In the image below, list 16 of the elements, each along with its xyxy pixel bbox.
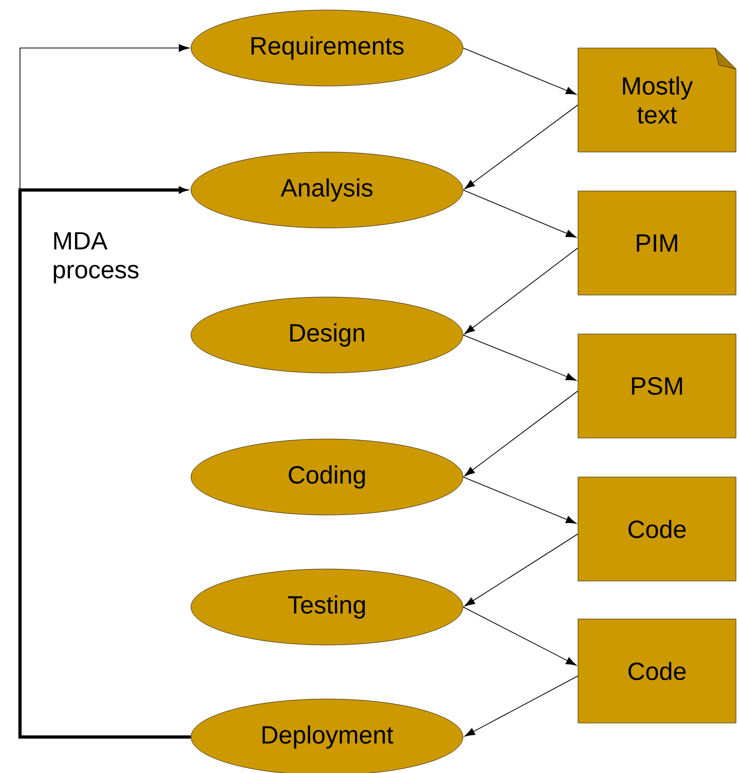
artifact-box: PSM bbox=[578, 334, 736, 438]
artifact-box: Code bbox=[578, 618, 736, 724]
arrow bbox=[462, 190, 576, 238]
label: MDA process bbox=[54, 232, 138, 284]
arrow bbox=[462, 48, 576, 95]
arrow bbox=[464, 676, 578, 737]
arrow bbox=[464, 248, 578, 334]
arrow bbox=[462, 606, 577, 666]
arrow bbox=[462, 334, 576, 381]
arrow bbox=[464, 104, 578, 190]
artifact-box: PIM bbox=[578, 190, 736, 296]
arrow bbox=[464, 390, 578, 476]
arrow bbox=[18, 186, 191, 739]
arrow bbox=[462, 476, 576, 524]
arrow bbox=[464, 534, 578, 606]
artifact-box: Code bbox=[578, 476, 736, 582]
